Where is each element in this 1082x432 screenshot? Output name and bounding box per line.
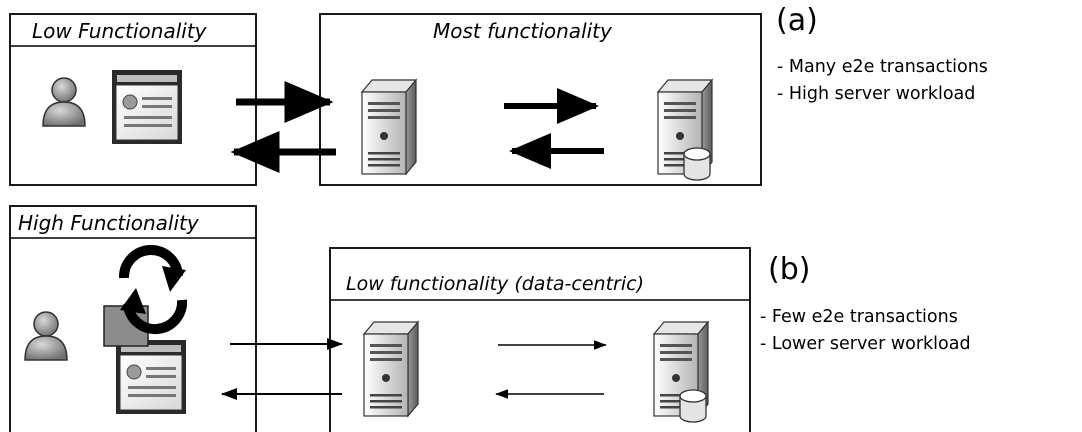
database-server-icon	[657, 79, 713, 181]
panel-b: High Functionality Low functionality (da…	[9, 205, 971, 432]
server-title-a: Most functionality	[433, 19, 613, 43]
client-title-a: Low Functionality	[32, 19, 208, 43]
user-icon	[24, 311, 68, 361]
browser-window-icon	[115, 339, 187, 415]
client-box-b	[9, 205, 257, 432]
database-server-icon	[653, 321, 709, 423]
bullet-b-1: - Few e2e transactions	[760, 307, 958, 327]
refresh-cycle-icon	[119, 245, 188, 334]
panel-tag-a: (a)	[776, 3, 818, 38]
bullet-b-2: - Lower server workload	[760, 334, 971, 354]
server-icon	[363, 321, 419, 417]
panel-a: Low Functionality Most functionality (a)…	[9, 3, 988, 186]
bullet-a-2: - High server workload	[777, 84, 975, 104]
client-title-b: High Functionality	[18, 211, 200, 235]
user-icon	[42, 77, 86, 127]
client-title-bg-b	[11, 207, 255, 237]
panel-tag-b: (b)	[768, 252, 810, 287]
server-icon	[361, 79, 417, 175]
client-title-bg-a	[11, 15, 255, 45]
bullet-a-1: - Many e2e transactions	[777, 57, 988, 77]
server-title-b: Low functionality (data-centric)	[346, 273, 644, 295]
browser-window-icon	[111, 69, 183, 145]
